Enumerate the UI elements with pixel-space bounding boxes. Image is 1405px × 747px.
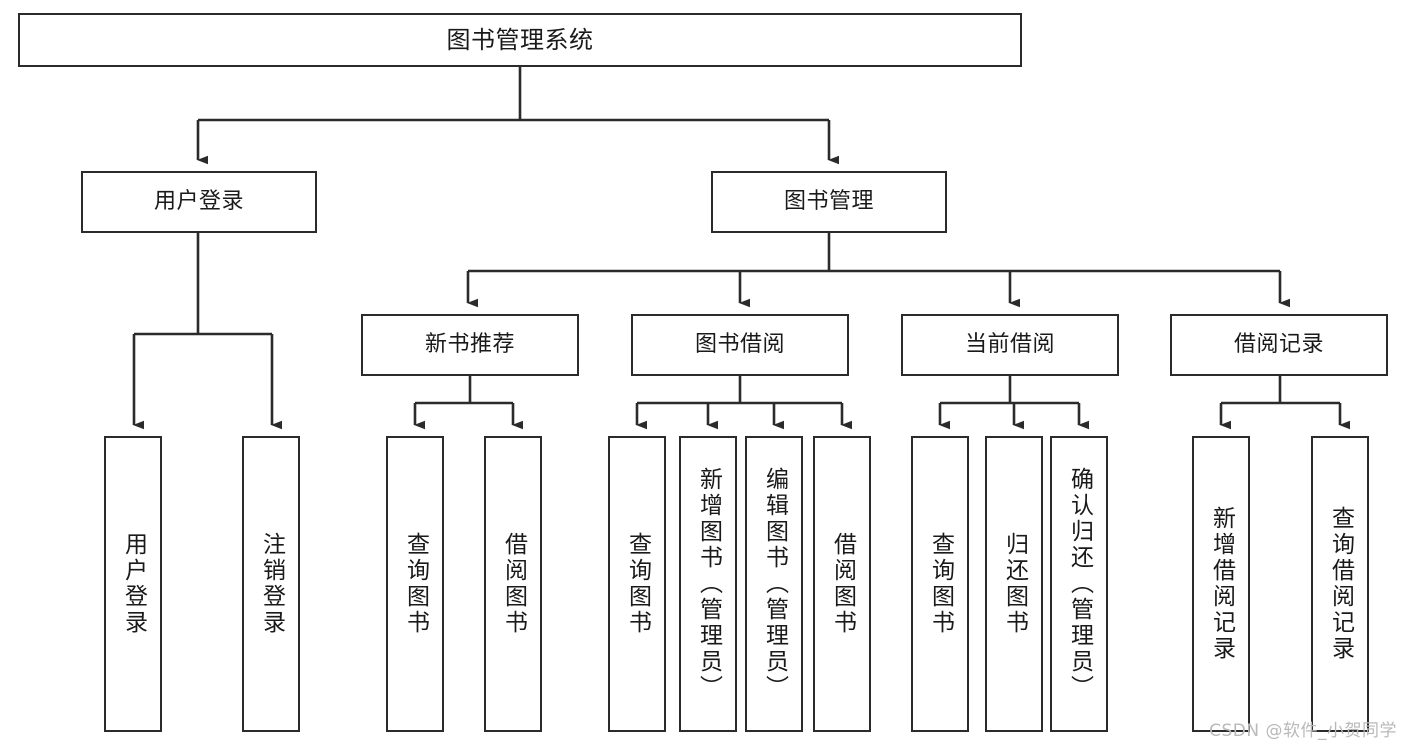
node-book-borrow[interactable]: 图书借阅: [631, 314, 849, 376]
node-leaf-add-book[interactable]: 新增图书（管理员）: [679, 436, 737, 732]
node-leaf-query-book-3[interactable]: 查询图书: [911, 436, 969, 732]
node-leaf-borrow-book-2-label: 借阅图书: [829, 532, 856, 636]
node-leaf-edit-book-label: 编辑图书（管理员）: [761, 467, 788, 701]
node-user-login-label: 用户登录: [153, 189, 244, 215]
node-leaf-logout[interactable]: 注销登录: [242, 436, 300, 732]
edge-book-management-to-level2: [466, 233, 1290, 308]
node-borrow-record-label: 借阅记录: [1233, 332, 1324, 358]
node-leaf-add-book-label: 新增图书（管理员）: [695, 467, 722, 701]
node-leaf-logout-label: 注销登录: [258, 532, 285, 636]
node-current-borrow[interactable]: 当前借阅: [901, 314, 1119, 376]
node-leaf-user-login[interactable]: 用户登录: [104, 436, 162, 732]
node-leaf-borrow-book-1-label: 借阅图书: [500, 532, 527, 636]
node-leaf-user-login-label: 用户登录: [120, 532, 147, 636]
node-root[interactable]: 图书管理系统: [18, 13, 1022, 67]
csdn-watermark: CSDN @软件_小贺同学: [1209, 721, 1397, 741]
node-leaf-edit-book[interactable]: 编辑图书（管理员）: [745, 436, 803, 732]
node-leaf-borrow-book-2[interactable]: 借阅图书: [813, 436, 871, 732]
node-book-borrow-label: 图书借阅: [694, 332, 785, 358]
node-leaf-query-book-1[interactable]: 查询图书: [386, 436, 444, 732]
node-leaf-add-record[interactable]: 新增借阅记录: [1192, 436, 1250, 732]
node-leaf-confirm-return-label: 确认归还（管理员）: [1066, 467, 1093, 701]
node-root-label: 图书管理系统: [446, 25, 594, 54]
edge-book-borrow-to-leaves: [635, 376, 852, 430]
edge-new-book-recommend-to-leaves: [413, 376, 523, 430]
node-current-borrow-label: 当前借阅: [964, 332, 1055, 358]
node-leaf-query-record-label: 查询借阅记录: [1327, 506, 1354, 662]
edge-borrow-record-to-leaves: [1219, 376, 1350, 430]
node-leaf-confirm-return[interactable]: 确认归还（管理员）: [1050, 436, 1108, 732]
node-borrow-record[interactable]: 借阅记录: [1170, 314, 1388, 376]
edge-user-login-to-leaves: [132, 233, 282, 430]
node-leaf-add-record-label: 新增借阅记录: [1208, 506, 1235, 662]
node-new-book-recommend[interactable]: 新书推荐: [361, 314, 579, 376]
node-new-book-recommend-label: 新书推荐: [424, 332, 515, 358]
edge-current-borrow-to-leaves: [938, 376, 1089, 430]
node-leaf-query-book-1-label: 查询图书: [402, 532, 429, 636]
node-leaf-return-book-label: 归还图书: [1001, 532, 1028, 636]
node-book-management-label: 图书管理: [783, 189, 874, 215]
node-user-login[interactable]: 用户登录: [81, 171, 317, 233]
node-book-management[interactable]: 图书管理: [711, 171, 947, 233]
node-leaf-query-book-3-label: 查询图书: [927, 532, 954, 636]
node-leaf-query-record[interactable]: 查询借阅记录: [1311, 436, 1369, 732]
edge-root-to-level1: [196, 67, 839, 165]
node-leaf-query-book-2-label: 查询图书: [624, 532, 651, 636]
node-leaf-return-book[interactable]: 归还图书: [985, 436, 1043, 732]
node-leaf-borrow-book-1[interactable]: 借阅图书: [484, 436, 542, 732]
node-leaf-query-book-2[interactable]: 查询图书: [608, 436, 666, 732]
